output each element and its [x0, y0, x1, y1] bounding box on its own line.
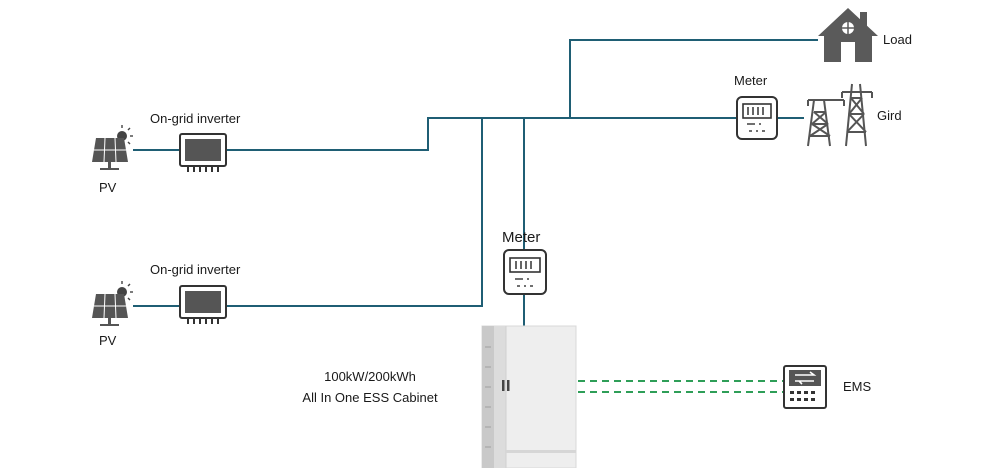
solar-panel-icon	[92, 281, 133, 326]
meter-mid-label: Meter	[502, 229, 541, 246]
cabinet-name-label: All In One ESS Cabinet	[302, 390, 438, 405]
line-inverter2-to-bus	[226, 118, 483, 307]
pv-2-label: PV	[99, 333, 117, 348]
house-icon	[818, 8, 878, 62]
power-lines	[133, 39, 818, 326]
cabinet-capacity-label: 100kW/200kWh	[324, 369, 416, 384]
inverter-icon	[179, 133, 227, 172]
ems-label: EMS	[843, 379, 872, 394]
ems-icon	[783, 365, 827, 409]
line-bus-to-load	[569, 39, 818, 118]
line-inverter1-to-bus	[226, 117, 570, 151]
solar-panel-icon	[92, 125, 133, 170]
meter-top-icon	[736, 96, 778, 140]
power-tower-icon	[807, 83, 873, 147]
meter-mid-icon	[503, 249, 547, 295]
ess-cabinet-image	[481, 325, 577, 468]
inverter-2-label: On-grid inverter	[150, 262, 241, 277]
load-label: Load	[883, 32, 912, 47]
inverter-icon	[179, 285, 227, 324]
inverter-1-label: On-grid inverter	[150, 111, 241, 126]
meter-top-label: Meter	[734, 73, 768, 88]
pv-1-label: PV	[99, 180, 117, 195]
grid-label: Gird	[877, 108, 902, 123]
comm-lines	[578, 380, 786, 393]
